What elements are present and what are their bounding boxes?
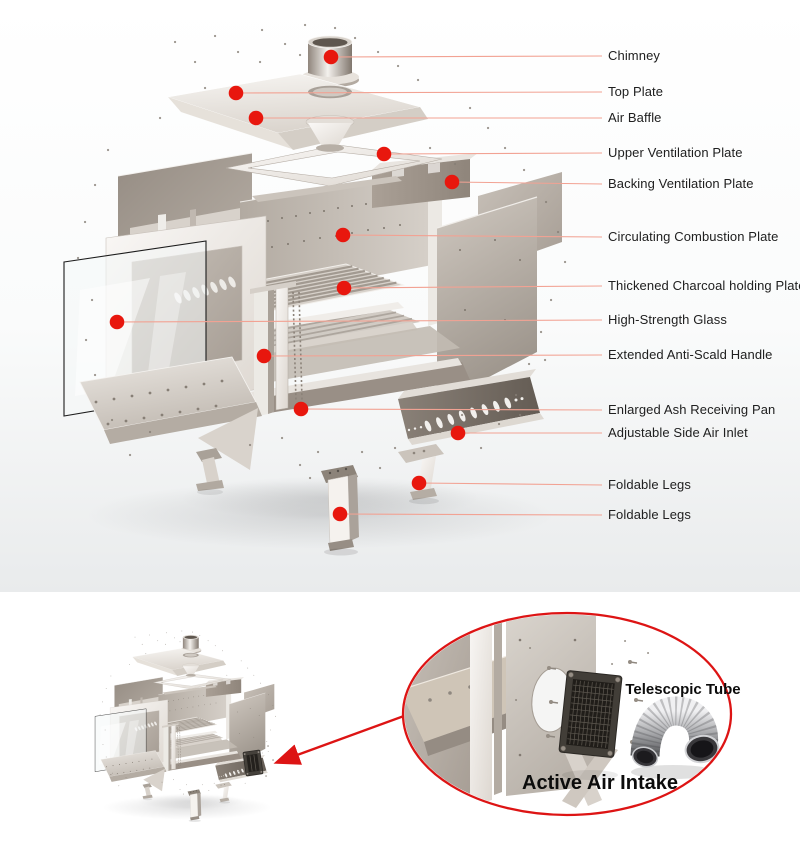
leader-line [235,91,603,94]
leader-line [383,152,603,155]
air-baffle-part [305,115,355,152]
part-marker-dot [376,146,392,162]
telescopic-tube-label: Telescopic Tube [625,681,741,698]
leader-line [451,181,603,185]
leader-line [342,234,603,238]
part-marker-dot [450,425,466,441]
right-side-panel [436,196,538,404]
air-intake-callout [401,611,733,817]
part-marker-dot [109,314,125,330]
telescopic-tube [630,696,720,779]
part-marker-dot [256,348,272,364]
part-marker-dot [293,401,309,417]
annotation-layer [109,49,603,522]
mini-stove-illustration [94,630,276,823]
callout-border [401,611,733,817]
callout-closeup [404,614,720,814]
ash-pan-part [79,356,262,495]
part-marker-dot [335,227,351,243]
leader-line [330,55,603,58]
leader-line [339,513,603,516]
mini-fan-part [242,749,264,777]
part-marker-dot [444,174,460,190]
part-marker-dot [228,85,244,101]
part-marker-dot [248,110,264,126]
leader-line [116,319,603,323]
side-air-inlet-part [398,369,544,445]
mini-screws [265,745,274,777]
part-marker-dot [336,280,352,296]
part-marker-dot [323,49,339,65]
active-air-intake-label: Active Air Intake [522,772,678,794]
fan-grille [558,670,623,758]
leader-line [418,482,603,486]
floating-screws [76,23,567,480]
leader-line [343,285,603,289]
part-marker-dot [411,475,427,491]
part-marker-dot [332,506,348,522]
leader-line [263,354,603,357]
leader-line [300,408,603,411]
